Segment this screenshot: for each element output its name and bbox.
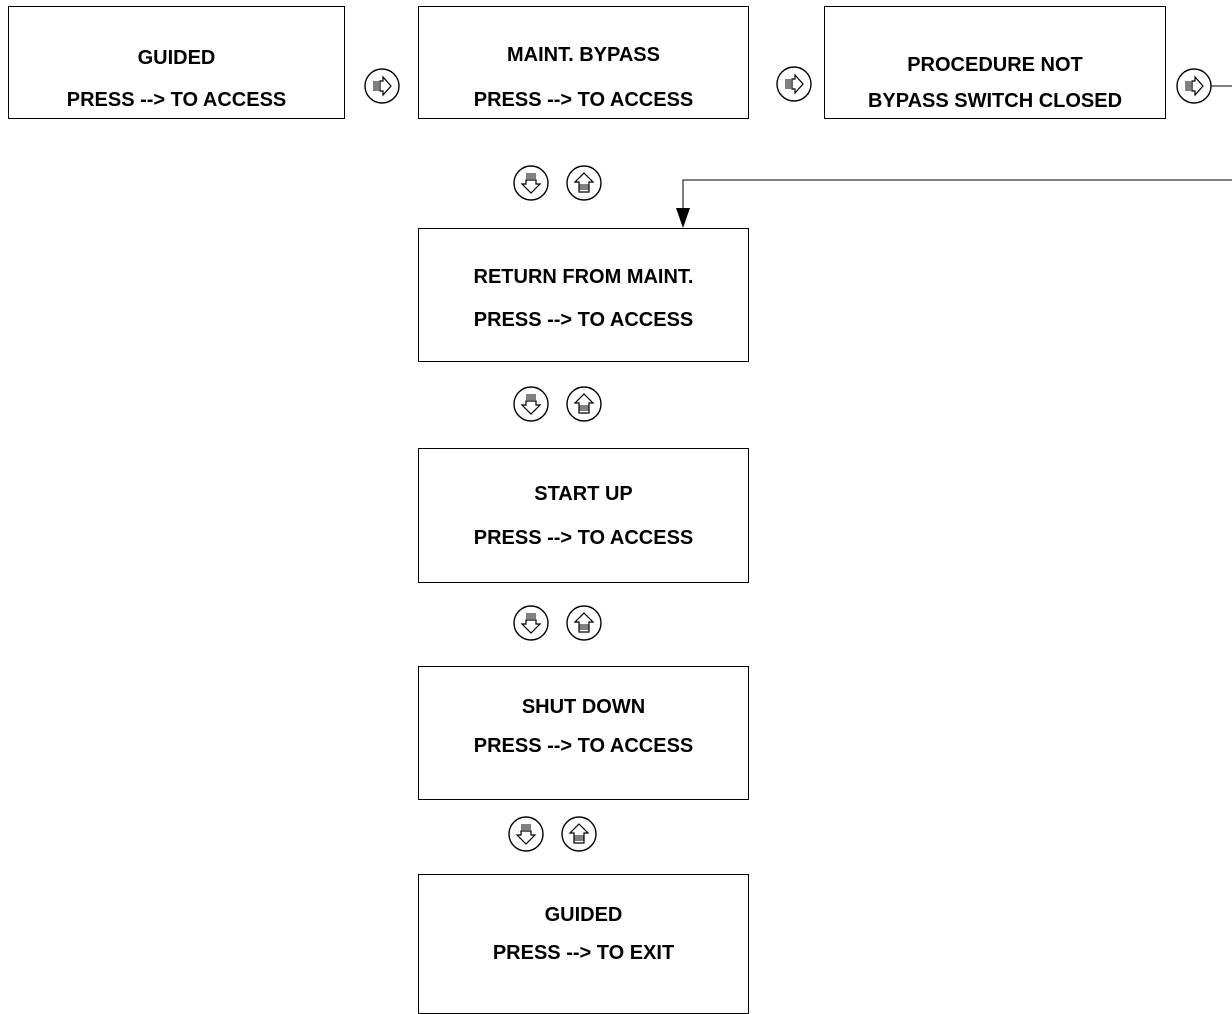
box-maint-bypass: MAINT. BYPASS PRESS --> TO ACCESS [418, 6, 749, 119]
down-arrow-key-icon [513, 605, 549, 641]
box-guided-exit: GUIDED PRESS --> TO EXIT [418, 874, 749, 1014]
box-return-from-maint-line2: PRESS --> TO ACCESS [473, 309, 694, 331]
box-guided-access: GUIDED PRESS --> TO ACCESS [8, 6, 345, 119]
box-shut-down-line2: PRESS --> TO ACCESS [473, 735, 694, 757]
box-guided-access-line1: GUIDED [137, 47, 216, 69]
feedback-connector [682, 179, 1232, 222]
down-arrow-key-icon [513, 165, 549, 201]
box-start-up: START UP PRESS --> TO ACCESS [418, 448, 749, 583]
up-arrow-key-icon [561, 816, 597, 852]
box-maint-bypass-line2: PRESS --> TO ACCESS [473, 89, 694, 111]
box-guided-exit-line2: PRESS --> TO EXIT [492, 942, 675, 964]
up-arrow-key-icon [566, 165, 602, 201]
down-arrow-key-icon [508, 816, 544, 852]
box-shut-down-line1: SHUT DOWN [521, 696, 646, 718]
box-return-from-maint: RETURN FROM MAINT. PRESS --> TO ACCESS [418, 228, 749, 362]
box-shut-down: SHUT DOWN PRESS --> TO ACCESS [418, 666, 749, 800]
box-procedure-not-line1: PROCEDURE NOT [907, 54, 1083, 76]
box-procedure-not: PROCEDURE NOT BYPASS SWITCH CLOSED [824, 6, 1166, 119]
box-start-up-line1: START UP [534, 483, 633, 505]
right-arrow-key-icon [776, 66, 812, 102]
box-procedure-not-line2: BYPASS SWITCH CLOSED [867, 90, 1123, 112]
box-return-from-maint-line1: RETURN FROM MAINT. [473, 266, 694, 288]
right-arrow-key-icon [364, 68, 400, 104]
box-guided-exit-line1: GUIDED [544, 904, 623, 926]
down-arrow-key-icon [513, 386, 549, 422]
feedback-arrowhead [676, 208, 690, 228]
up-arrow-key-icon [566, 386, 602, 422]
up-arrow-key-icon [566, 605, 602, 641]
box-guided-access-line2: PRESS --> TO ACCESS [66, 89, 287, 111]
box-start-up-line2: PRESS --> TO ACCESS [473, 527, 694, 549]
box-maint-bypass-line1: MAINT. BYPASS [507, 44, 660, 66]
right-arrow-key-icon [1176, 68, 1212, 104]
